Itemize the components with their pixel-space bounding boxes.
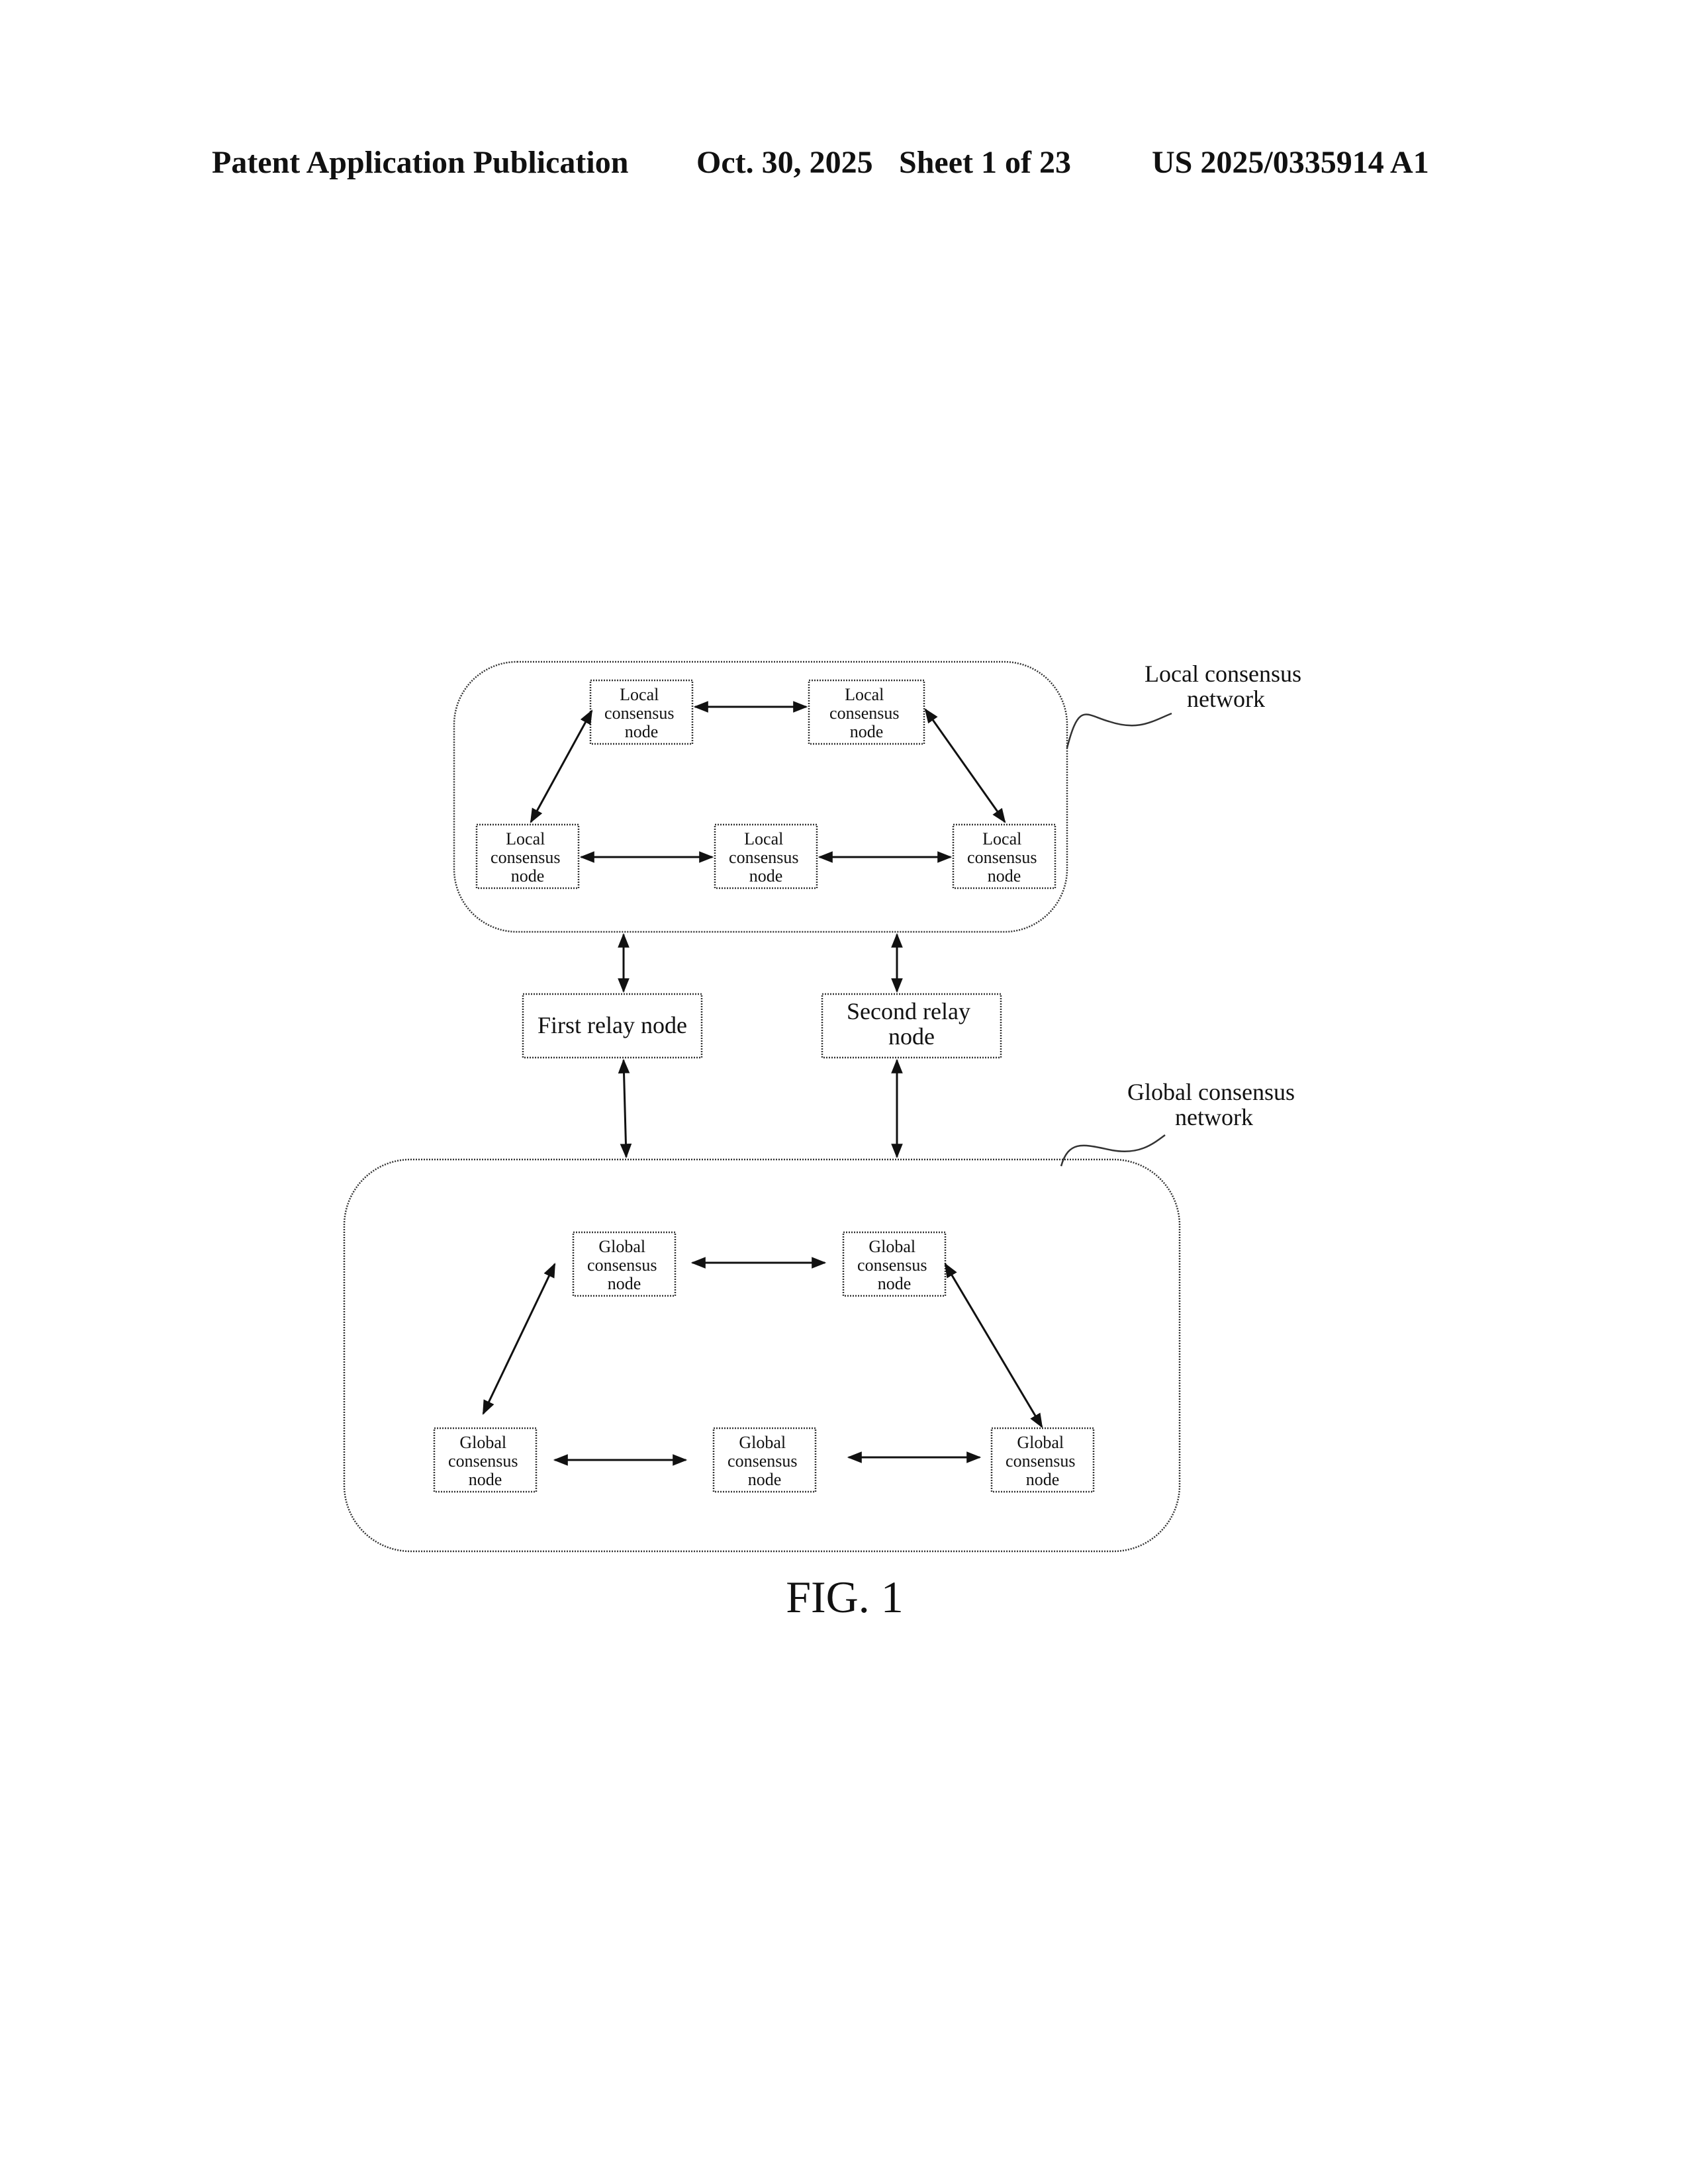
local-consensus-network [454, 662, 1067, 932]
local-arrow-right-diagonal [925, 709, 1005, 822]
second-relay-label-line-2: node [888, 1023, 935, 1050]
local-node-label-line-3: node [988, 866, 1021, 886]
global-arrow-left-diagonal [483, 1264, 555, 1414]
global-node-bottom-left: Global consensus node [434, 1428, 536, 1492]
global-node-top-left: Global consensus node [573, 1232, 675, 1296]
local-network-label: Local consensus network [1145, 660, 1307, 712]
global-node-label-line-2: consensus [1006, 1451, 1075, 1471]
global-arrow-right-diagonal [945, 1264, 1042, 1427]
global-node-label-line-3: node [608, 1274, 641, 1293]
arrow-first-relay-to-global [624, 1060, 626, 1157]
global-node-label-line-3: node [1026, 1470, 1060, 1489]
local-node-label-line-2: consensus [829, 704, 899, 723]
local-node-label-line-1: Local [845, 685, 884, 704]
local-node-label-line-2: consensus [729, 848, 798, 867]
local-node-bottom-right: Local consensus node [953, 825, 1055, 888]
local-node-label-line-2: consensus [967, 848, 1037, 867]
first-relay-label: First relay node [538, 1012, 687, 1038]
figure-caption: FIG. 1 [786, 1572, 904, 1622]
global-node-label-line-1: Global [1017, 1433, 1064, 1452]
local-node-bottom-middle: Local consensus node [715, 825, 817, 888]
local-network-leader [1067, 713, 1172, 748]
local-network-label-line-1: Local consensus [1145, 660, 1301, 687]
global-node-label-line-2: consensus [857, 1255, 927, 1275]
local-arrow-left-diagonal [531, 711, 592, 822]
global-node-label-line-3: node [469, 1470, 502, 1489]
global-node-label-line-1: Global [739, 1433, 786, 1452]
second-relay-label-line-1: Second relay [847, 998, 970, 1024]
first-relay-node: First relay node [523, 994, 702, 1058]
global-node-label-line-2: consensus [448, 1451, 518, 1471]
svg-text:First relay node: First relay node [538, 1012, 687, 1038]
global-network-leader [1061, 1135, 1165, 1166]
global-node-label-line-2: consensus [587, 1255, 657, 1275]
local-node-top-right: Local consensus node [809, 680, 924, 744]
global-network-label: Global consensus network [1127, 1079, 1301, 1130]
global-node-label-line-2: consensus [727, 1451, 797, 1471]
local-node-label-line-1: Local [744, 829, 783, 848]
local-node-bottom-left: Local consensus node [477, 825, 579, 888]
global-node-top-right: Global consensus node [843, 1232, 945, 1296]
global-network-label-line-1: Global consensus [1127, 1079, 1295, 1105]
local-node-label-line-2: consensus [604, 704, 674, 723]
local-node-label-line-3: node [850, 722, 884, 741]
local-node-label-line-1: Local [620, 685, 659, 704]
local-node-label-line-3: node [511, 866, 545, 886]
global-node-bottom-right: Global consensus node [992, 1428, 1094, 1492]
global-node-label-line-3: node [878, 1274, 912, 1293]
global-node-label-line-1: Global [598, 1237, 645, 1256]
local-node-label-line-2: consensus [491, 848, 560, 867]
global-node-label-line-1: Global [459, 1433, 506, 1452]
local-node-label-line-1: Local [506, 829, 545, 848]
local-node-label-line-3: node [625, 722, 659, 741]
second-relay-node: Second relay node [822, 994, 1001, 1058]
global-node-bottom-middle: Global consensus node [714, 1428, 816, 1492]
global-node-label-line-3: node [748, 1470, 782, 1489]
local-node-top-left: Local consensus node [590, 680, 692, 744]
global-node-label-line-1: Global [868, 1237, 915, 1256]
local-node-label-line-1: Local [982, 829, 1021, 848]
local-node-label-line-3: node [749, 866, 783, 886]
global-network-label-line-2: network [1175, 1104, 1253, 1130]
local-network-label-line-2: network [1187, 686, 1265, 712]
